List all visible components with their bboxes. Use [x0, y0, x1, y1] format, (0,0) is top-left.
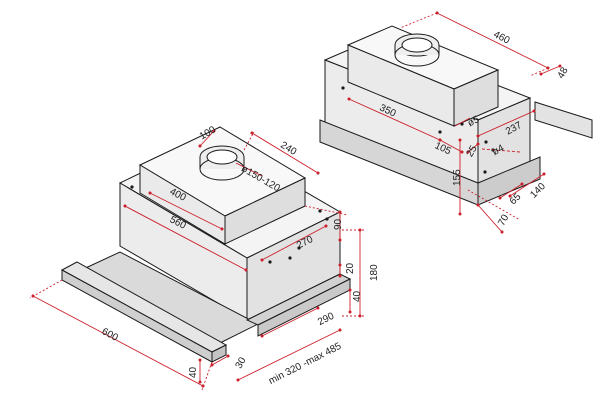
- label-290: 290: [316, 311, 336, 329]
- label-140: 140: [528, 181, 548, 201]
- label-40-bottom: 40: [188, 366, 199, 378]
- label-diameter-4: ø4: [491, 143, 507, 158]
- label-70: 70: [496, 212, 511, 228]
- label-25: 25: [465, 143, 480, 159]
- label-155: 155: [452, 169, 463, 186]
- label-600: 600: [100, 326, 120, 344]
- right-motor-side: [453, 69, 499, 127]
- label-40-right: 40: [352, 290, 363, 302]
- right-exhaust-collar: [394, 33, 440, 67]
- label-90: 90: [333, 218, 344, 230]
- label-30: 30: [234, 355, 249, 371]
- right-dimensions: [347, 11, 562, 234]
- label-460: 460: [492, 29, 512, 47]
- label-20: 20: [345, 262, 356, 274]
- hood-left-drawing: 100 240 400 560 ø150-120 90 270 20 180 4…: [29, 124, 380, 391]
- left-dimensions: [29, 129, 364, 391]
- right-rail: [534, 101, 593, 139]
- label-240: 240: [278, 140, 298, 158]
- hood-right-drawing: 460 48 350 ø5 237 105 25 ø4 155 140 65 7…: [319, 11, 593, 234]
- label-min-max: min 320 -max 485: [267, 341, 344, 387]
- label-diameter-5: ø5: [466, 114, 482, 129]
- label-48: 48: [556, 65, 571, 81]
- label-65: 65: [508, 191, 524, 207]
- label-180: 180: [369, 264, 380, 281]
- left-exhaust-collar: [199, 145, 245, 181]
